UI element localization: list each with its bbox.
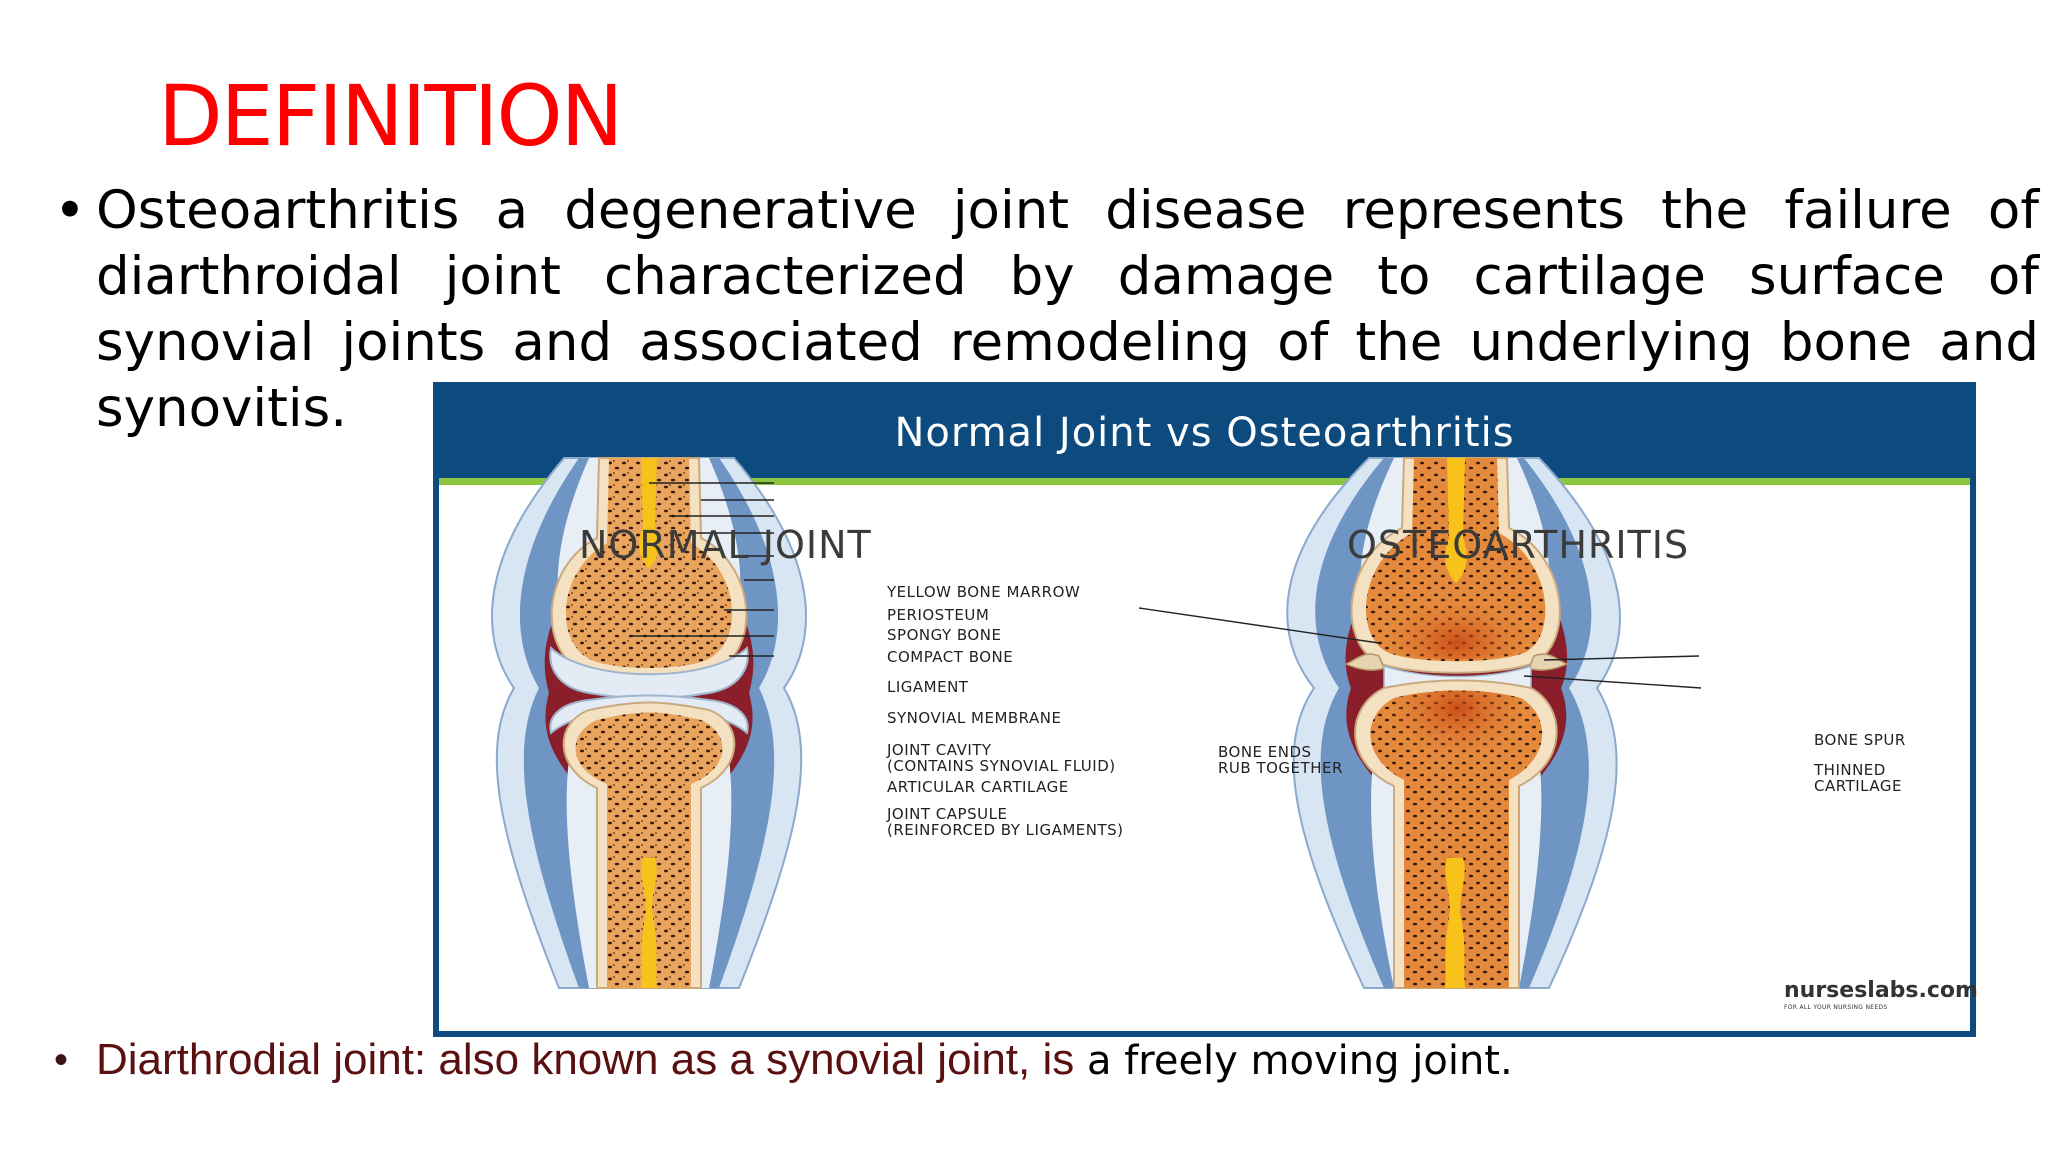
label-cartilage: CARTILAGE <box>1814 777 1902 795</box>
label-spongy-bone: SPONGY BONE <box>887 626 1002 644</box>
label-bone-ends: BONE ENDS <box>1218 743 1312 761</box>
osteoarthritis-joint-drawing <box>1138 457 1702 989</box>
slide-title: DEFINITION <box>158 67 623 165</box>
label-bone-spur: BONE SPUR <box>1814 731 1906 749</box>
label-rub-together: RUB TOGETHER <box>1218 759 1343 777</box>
logo-tagline: FOR ALL YOUR NURSING NEEDS <box>1784 1004 1888 1011</box>
osteoarthritis-title: OSTEOARTHRITIS <box>1347 523 1690 567</box>
label-joint-cavity-note: (CONTAINS SYNOVIAL FLUID) <box>887 757 1116 775</box>
bullet-dot: • <box>54 179 86 242</box>
nurseslabs-logo: nurseslabs.com <box>1784 978 1978 1003</box>
label-periosteum: PERIOSTEUM <box>887 606 990 624</box>
figure-title: Normal Joint vs Osteoarthritis <box>894 410 1515 456</box>
label-synovial-membrane: SYNOVIAL MEMBRANE <box>887 709 1062 727</box>
diarthrodial-text: Diarthrodial joint: also known as a syno… <box>96 1030 1513 1100</box>
label-thinned: THINNED <box>1814 761 1886 779</box>
normal-joint-drawing <box>491 457 807 989</box>
label-ligament: LIGAMENT <box>887 678 969 696</box>
label-joint-cavity: JOINT CAVITY <box>887 741 992 759</box>
label-articular-cartilage: ARTICULAR CARTILAGE <box>887 778 1069 796</box>
label-joint-capsule-note: (REINFORCED BY LIGAMENTS) <box>887 821 1124 839</box>
diarthrodial-bullet: • Diarthrodial joint: also known as a sy… <box>54 1030 1954 1090</box>
joint-comparison-figure: Normal Joint vs Osteoarthritis <box>433 382 1978 1037</box>
label-compact-bone: COMPACT BONE <box>887 648 1014 666</box>
normal-joint-title: NORMAL JOINT <box>579 523 872 567</box>
diarthrodial-text-part-1: Diarthrodial joint: also known as a syno… <box>96 1035 1075 1084</box>
label-yellow-bone-marrow: YELLOW BONE MARROW <box>887 583 1081 601</box>
label-joint-capsule: JOINT CAPSULE <box>887 805 1008 823</box>
bullet-dot: • <box>54 1038 69 1082</box>
definition-text: Osteoarthritis a degenerative joint dise… <box>96 180 2039 439</box>
joint-illustration <box>491 457 1702 989</box>
diarthrodial-text-part-2: a freely moving joint. <box>1074 1038 1513 1084</box>
